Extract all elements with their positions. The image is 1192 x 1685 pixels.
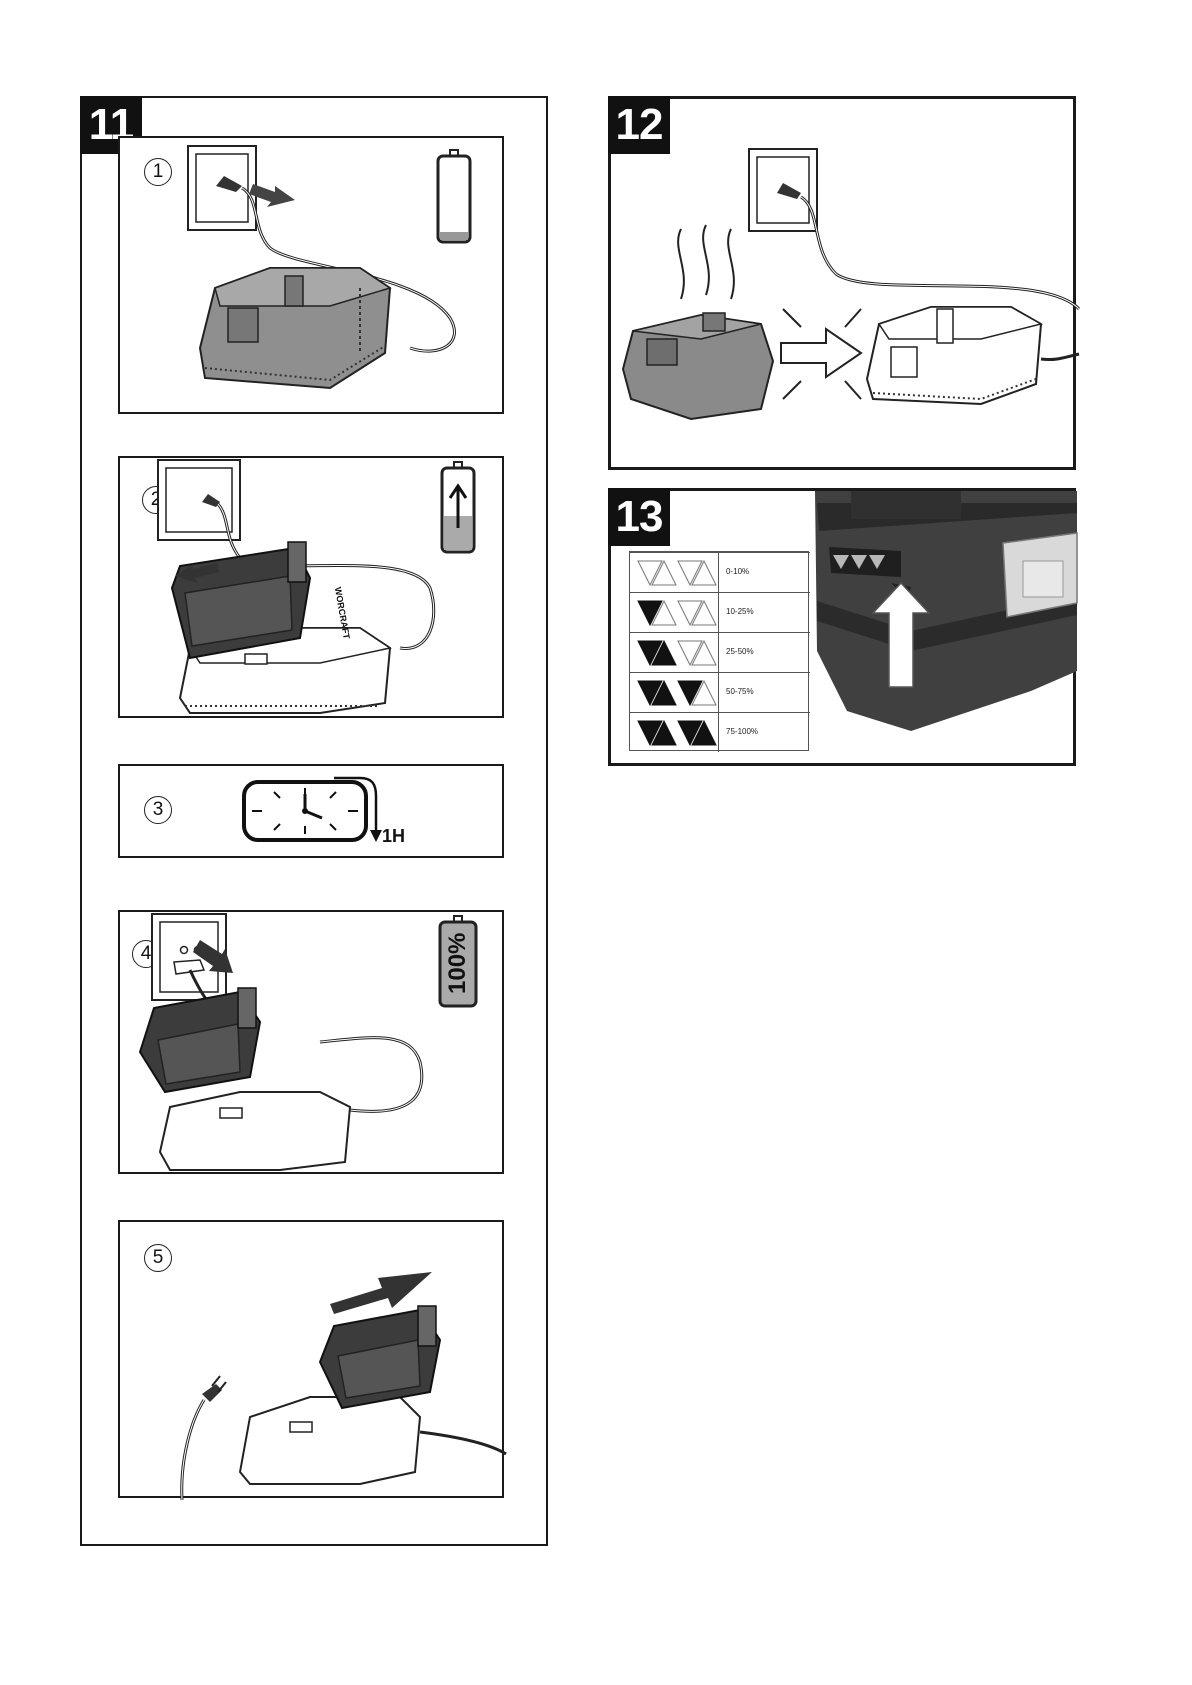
- remove-battery-arrow-icon: [120, 458, 506, 720]
- step-5-panel: 5: [118, 1220, 504, 1498]
- charger-grey-image: [120, 138, 506, 416]
- step-2-panel: 2 WORCRAFT: [118, 456, 504, 718]
- duration-label: 1H: [382, 826, 405, 847]
- charger-with-battery-image: [120, 912, 506, 1176]
- step-3-panel: 3 1H: [118, 764, 504, 858]
- section-13-badge: 13: [608, 488, 670, 546]
- clock-icon: [120, 766, 506, 860]
- battery-indicator-photo: [611, 491, 1079, 769]
- step-4-panel: 4 100%: [118, 910, 504, 1174]
- step-1-panel: 1: [118, 136, 504, 414]
- charger-outline-image: [611, 99, 1079, 473]
- section-12-badge: 12: [608, 96, 670, 154]
- section-12-frame: [608, 96, 1076, 470]
- section-13-frame: 0-10% 10-25% 25-50%: [608, 488, 1076, 766]
- charger-with-battery-image: [120, 1222, 506, 1500]
